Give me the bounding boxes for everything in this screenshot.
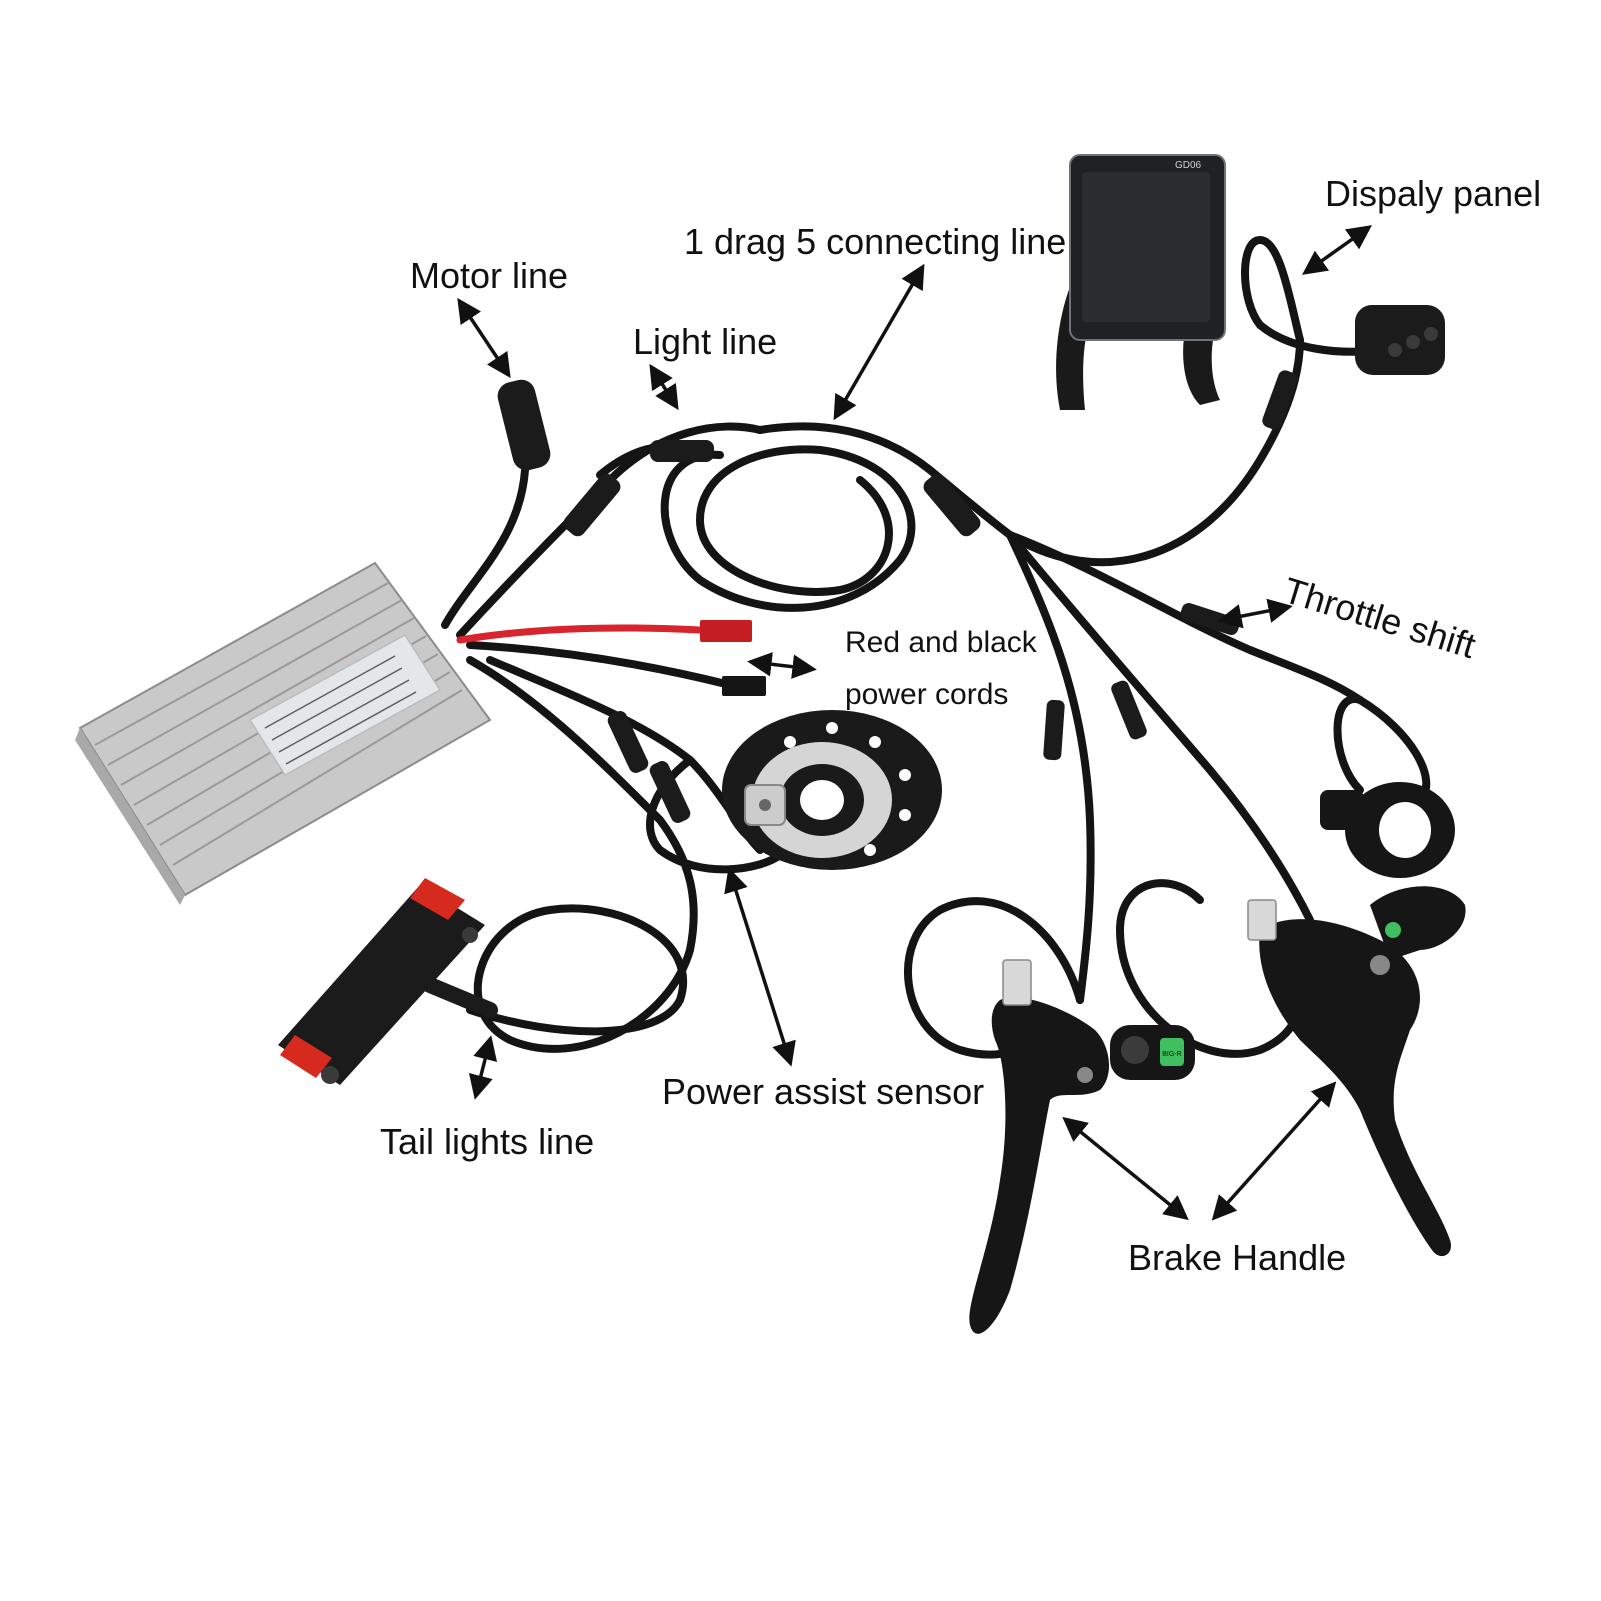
tail-light-lens-bottom (280, 1035, 332, 1078)
brake-switch-text-left: BIG-R (1162, 1051, 1181, 1058)
label-power-cords-line2: power cords (845, 678, 1009, 711)
light-connector (650, 440, 714, 462)
sensor-connector-a (607, 711, 649, 773)
controller-sticker (248, 634, 442, 776)
arrow-motor-line (457, 297, 511, 379)
sensor-magnets (784, 722, 911, 856)
red-power-cord (456, 620, 766, 696)
display-unit: GD06 (1056, 154, 1445, 410)
arrow-tail-lights (468, 1035, 498, 1100)
controller-box (75, 561, 492, 905)
arrow-throttle-shift (1217, 598, 1293, 629)
arrow-power-cords (747, 652, 817, 679)
annotation-arrows (457, 225, 1372, 1221)
black-power-cord (466, 641, 734, 689)
left-brake-connector (1043, 699, 1065, 761)
red-connector (700, 620, 752, 642)
inline-connectors (497, 370, 1298, 823)
arrow-power-assist (724, 867, 796, 1067)
display-mount-right (1183, 330, 1220, 405)
sticker-text-lines (264, 655, 417, 765)
arrow-light-line (649, 363, 679, 411)
trunk-connector-right (923, 473, 981, 537)
motor-connector (497, 379, 551, 471)
tail-light (278, 878, 498, 1085)
arrow-connecting-line (833, 263, 925, 421)
throttle-grip (1320, 782, 1455, 878)
label-tail-lights-line: Tail lights line (380, 1121, 595, 1162)
display-model-text: GD06 (1175, 160, 1202, 171)
throttle-cable (1006, 531, 1431, 804)
brake-switch-badge-left (1160, 1038, 1184, 1066)
display-control-pad (1355, 305, 1445, 375)
motor-cable (441, 466, 529, 629)
trunk-cable (756, 422, 1014, 539)
label-brake-handle: Brake Handle (1128, 1237, 1347, 1278)
trunk-connector-left (563, 473, 621, 537)
display-cable-connector (1262, 370, 1298, 430)
label-connecting-line: 1 drag 5 connecting line (684, 221, 1067, 262)
left-brake-cable (1006, 531, 1095, 1004)
arrow-display-panel (1302, 225, 1372, 275)
label-power-assist-sensor: Power assist sensor (662, 1071, 985, 1112)
brake-handle-left: BIG-R (969, 959, 1195, 1334)
arrow-brake-left (1062, 1116, 1189, 1221)
sensor-connector-b (649, 761, 691, 823)
display-screen (1082, 172, 1210, 322)
pas-sensor (722, 710, 942, 870)
throttle-loop (1333, 695, 1364, 794)
label-light-line: Light line (633, 321, 778, 362)
display-cable (1006, 336, 1304, 567)
label-power-cords-line1: Red and black (845, 626, 1037, 659)
right-brake-cable (1006, 531, 1314, 924)
arrow-brake-right (1211, 1081, 1337, 1221)
tail-light-lens-top (410, 878, 465, 920)
tail-light-cable (466, 656, 698, 1053)
right-brake-connector (1111, 680, 1147, 740)
black-connector (722, 676, 766, 696)
label-motor-line: Motor line (410, 255, 569, 296)
label-display-panel: Dispaly panel (1325, 173, 1542, 214)
cable-coil-top (660, 445, 916, 612)
brake-handle-right (1247, 886, 1466, 1257)
display-loop (1241, 235, 1384, 356)
